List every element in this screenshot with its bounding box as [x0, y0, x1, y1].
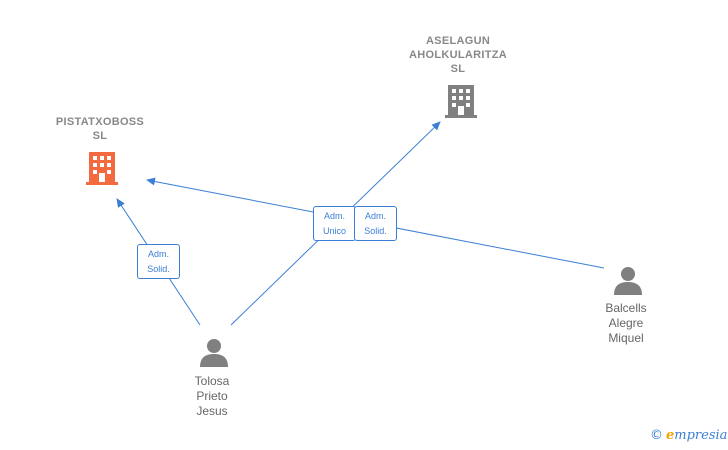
company-name-line: SL	[92, 130, 108, 142]
person-balcells-name[interactable]: Balcells Alegre Miquel	[584, 301, 668, 346]
role-box-tolosa-aselagun[interactable]: Adm. Unico	[313, 206, 356, 241]
role-box-tolosa-pistatxoboss[interactable]: Adm. Solid.	[137, 244, 180, 279]
role-box-balcells-pistatxoboss[interactable]: Adm. Solid.	[354, 206, 397, 241]
brand-initial: e	[666, 428, 675, 443]
person-name-line: Jesus	[196, 404, 228, 418]
company-name-line: SL	[450, 63, 466, 75]
brand-name: mpresia	[674, 428, 728, 443]
person-icon[interactable]	[612, 265, 644, 297]
role-label: Solid.	[147, 264, 170, 274]
building-icon[interactable]	[86, 150, 118, 186]
role-label: Solid.	[364, 226, 387, 236]
person-name-line: Miquel	[608, 331, 644, 345]
role-label: Adm.	[323, 211, 345, 221]
role-label: Unico	[322, 226, 346, 236]
person-icon[interactable]	[198, 337, 230, 369]
person-name-line: Prieto	[196, 389, 228, 403]
copyright-icon: ©	[650, 428, 663, 443]
company-name-line: AHOLKULARITZA	[409, 49, 507, 61]
company-name-line: ASELAGUN	[425, 35, 491, 47]
company-aselagun-name[interactable]: ASELAGUN AHOLKULARITZA SL	[395, 34, 521, 76]
person-name-line: Tolosa	[194, 374, 230, 388]
role-label: Adm.	[364, 211, 386, 221]
company-name-line: PISTATXOBOSS	[55, 116, 145, 128]
empresia-logo[interactable]: ©empresia	[650, 428, 727, 443]
building-icon[interactable]	[445, 83, 477, 119]
company-pistatxoboss-name[interactable]: PISTATXOBOSS SL	[40, 115, 160, 143]
role-label: Adm.	[147, 249, 169, 259]
person-tolosa-name[interactable]: Tolosa Prieto Jesus	[171, 374, 253, 419]
person-name-line: Balcells	[605, 301, 647, 315]
person-name-line: Alegre	[608, 316, 644, 330]
